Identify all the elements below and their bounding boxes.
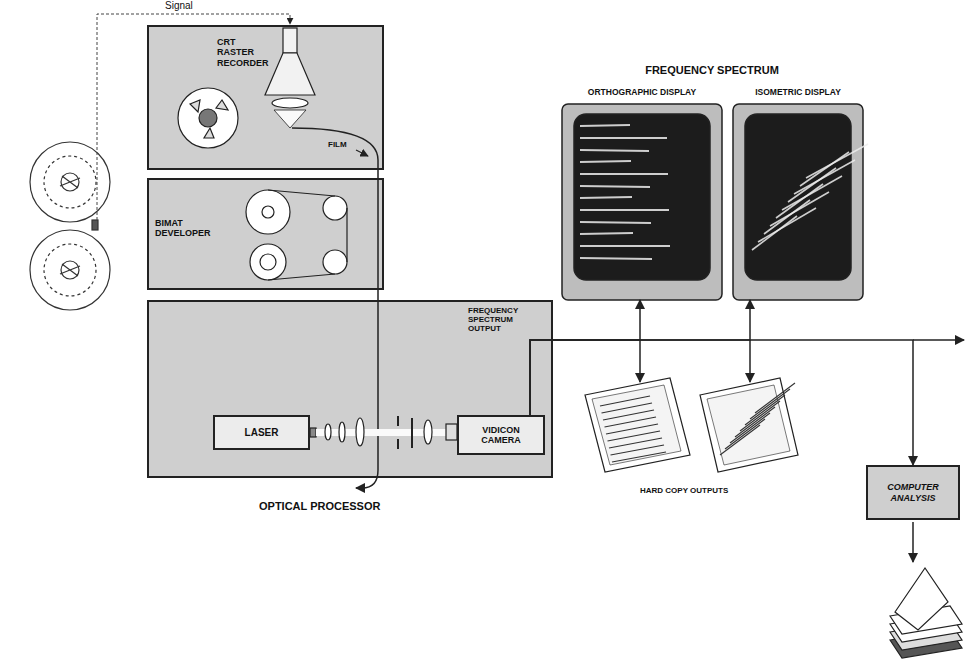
box-label: LASER — [222, 427, 302, 439]
spectrum-streaks — [580, 125, 868, 259]
box-label: BIMAT DEVELOPER — [155, 218, 215, 239]
film-label: FILM — [328, 140, 358, 149]
optics — [310, 416, 457, 449]
component-box: COMPUTER ANALYSIS — [866, 465, 960, 520]
unit-box: BIMAT DEVELOPER — [147, 178, 384, 290]
display-heading: ORTHOGRAPHIC DISPLAY — [562, 88, 722, 98]
signal-connector — [530, 300, 750, 415]
box-label: OPTICAL PROCESSOR — [259, 500, 419, 513]
tape-reels — [30, 142, 110, 310]
film-reel — [178, 88, 238, 148]
section-title: FREQUENCY SPECTRUM — [562, 64, 862, 77]
monitors — [562, 104, 863, 300]
signal-label: Signal — [165, 0, 225, 12]
signal-connector — [530, 300, 640, 415]
display-heading: ISOMETRIC DISPLAY — [733, 88, 863, 98]
box-fills — [147, 25, 960, 520]
box-label: COMPUTER ANALYSIS — [878, 482, 948, 503]
output-label: HARD COPY OUTPUTS — [640, 486, 760, 495]
signal-connector — [530, 340, 913, 465]
display-monitor: ISOMETRIC DISPLAY — [733, 88, 863, 300]
hard-copies — [585, 378, 798, 472]
box-label: CRT RASTER RECORDER — [217, 37, 269, 68]
film-arrow — [356, 150, 368, 156]
component-box: VIDICON CAMERA — [457, 415, 545, 455]
output-label: FREQUENCY SPECTRUM OUTPUT — [468, 306, 524, 334]
report-arrow — [912, 522, 914, 562]
component-box: LASER — [213, 415, 310, 450]
copy-arrow — [749, 340, 751, 382]
paper-stack — [890, 568, 962, 658]
unit-box: CRT RASTER RECORDER — [147, 25, 384, 170]
hard-copy-traces — [600, 383, 795, 462]
bus-extension — [913, 339, 964, 341]
copy-arrow — [639, 340, 641, 382]
display-monitor: ORTHOGRAPHIC DISPLAY — [562, 88, 722, 300]
crt-tube — [265, 28, 315, 128]
developer-rollers — [246, 190, 347, 280]
box-label: VIDICON CAMERA — [468, 425, 534, 446]
